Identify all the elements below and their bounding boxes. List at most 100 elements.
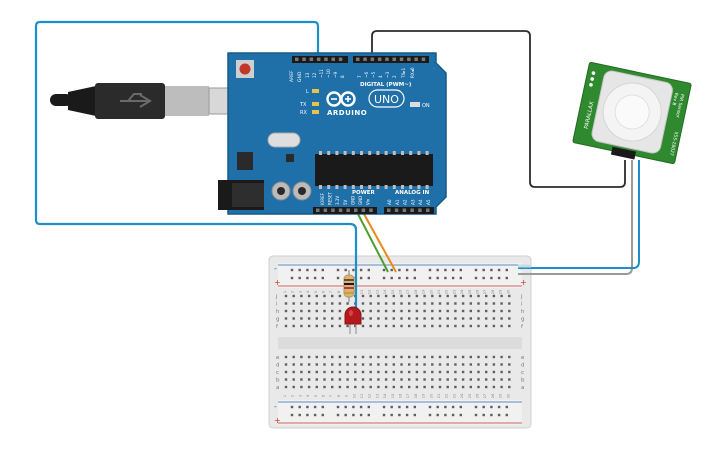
- chip-pin: [327, 185, 331, 189]
- digital-pin-label: ~5: [371, 71, 376, 78]
- breadboard-hole: [315, 317, 318, 320]
- rail-hole: [344, 413, 347, 417]
- header-pin: [399, 57, 404, 61]
- rail-hole: [497, 413, 501, 417]
- breadboard-hole: [377, 309, 380, 313]
- breadboard-hole: [408, 324, 411, 328]
- breadboard-hole: [323, 355, 326, 359]
- column-number: 5: [314, 395, 318, 397]
- rail-hole: [306, 413, 309, 417]
- red-led[interactable]: [344, 306, 362, 334]
- breadboard-hole: [369, 302, 372, 305]
- led-rx-label: RX: [300, 110, 307, 116]
- rail-hole: [321, 276, 324, 280]
- breadboard-hole: [485, 309, 488, 313]
- digital-pin-label: TX▸1: [401, 67, 406, 79]
- breadboard-hole: [431, 385, 434, 389]
- rail-hole: [505, 276, 508, 280]
- bottom-power-rail: [278, 400, 522, 425]
- breadboard-hole: [415, 302, 419, 305]
- header-pin: [370, 57, 375, 61]
- digital-pin-label: ~6: [364, 71, 369, 78]
- row-letter: j: [275, 294, 278, 300]
- column-number: 2: [291, 291, 295, 293]
- pir-sensor[interactable]: PARALLAX PIR Sensor Rev B 555-28027: [572, 61, 692, 168]
- breadboard-hole: [384, 385, 388, 389]
- column-number: 4: [306, 290, 310, 293]
- rail-hole: [413, 276, 416, 280]
- breadboard-hole: [307, 294, 311, 298]
- power-section-label: POWER: [352, 190, 376, 196]
- breadboard-hole: [361, 355, 365, 359]
- digital-pin-label: RX◂0: [410, 67, 415, 78]
- rail-hole: [313, 413, 317, 417]
- breadboard-hole: [469, 370, 472, 374]
- rail-hole: [428, 268, 432, 272]
- column-number: 19: [422, 393, 426, 398]
- breadboard-hole: [292, 302, 295, 305]
- breadboard-hole: [408, 302, 411, 305]
- breadboard-hole: [338, 370, 342, 374]
- breadboard-hole: [338, 309, 342, 313]
- column-number: 1: [283, 291, 287, 293]
- resistor[interactable]: [343, 270, 355, 302]
- breadboard-hole: [369, 370, 372, 374]
- breadboard-hole: [400, 363, 403, 366]
- analog-pin-label: A5: [426, 199, 431, 205]
- breadboard-hole: [485, 294, 488, 298]
- rail-hole: [490, 276, 493, 280]
- reset-button[interactable]: [239, 63, 251, 75]
- breadboard-hole: [408, 309, 411, 313]
- breadboard-hole: [331, 294, 334, 298]
- chip-pin: [376, 151, 380, 155]
- wire-blue-sensor[interactable]: [518, 160, 640, 269]
- wire-green-power[interactable]: [357, 213, 389, 273]
- pir-header: [610, 146, 637, 160]
- rail-hole: [459, 268, 462, 272]
- breadboard-hole: [315, 309, 318, 313]
- rail-hole: [459, 405, 462, 409]
- breadboard-hole: [292, 309, 295, 313]
- breadboard-hole: [492, 309, 496, 313]
- on-led: [410, 102, 420, 107]
- rail-hole: [444, 413, 447, 417]
- digital-pin-label: ~3: [385, 71, 390, 78]
- breadboard-hole: [346, 355, 349, 359]
- rail-minus-label-bl: -: [274, 402, 277, 411]
- breadboard-hole: [300, 378, 303, 381]
- breadboard-hole: [323, 363, 326, 366]
- breadboard-hole: [469, 324, 472, 328]
- breadboard-hole: [415, 385, 419, 389]
- column-number: 11: [360, 394, 364, 399]
- breadboard-hole: [377, 317, 380, 320]
- breadboard-hole: [361, 302, 365, 305]
- breadboard-hole: [400, 294, 403, 298]
- wire-gray-sensor[interactable]: [518, 160, 633, 275]
- resistor-band-2: [344, 283, 354, 285]
- chip-pin: [327, 151, 331, 155]
- breadboard-hole: [446, 385, 449, 389]
- usb-cable[interactable]: [50, 83, 240, 119]
- breadboard-hole: [307, 370, 311, 374]
- chip-pin: [392, 185, 396, 189]
- pir-rev-label: Rev B: [671, 92, 680, 106]
- breadboard-hole: [284, 302, 288, 305]
- breadboard-hole: [315, 302, 318, 305]
- led-l-label: L: [306, 89, 309, 95]
- resistor-band-3: [344, 287, 354, 289]
- wire-blue-gnd[interactable]: [34, 20, 358, 318]
- wire-black-signal[interactable]: [371, 30, 626, 188]
- breadboard-hole: [392, 302, 395, 305]
- breadboard-hole: [431, 294, 434, 298]
- breadboard-hole: [331, 385, 334, 389]
- breadboard-hole: [292, 317, 295, 320]
- breadboard-hole: [408, 363, 411, 366]
- chip-pin: [360, 151, 363, 155]
- header-pin: [338, 208, 343, 212]
- wire-orange-power[interactable]: [363, 213, 397, 273]
- usb-connector: [165, 86, 209, 116]
- rail-hole: [359, 405, 363, 409]
